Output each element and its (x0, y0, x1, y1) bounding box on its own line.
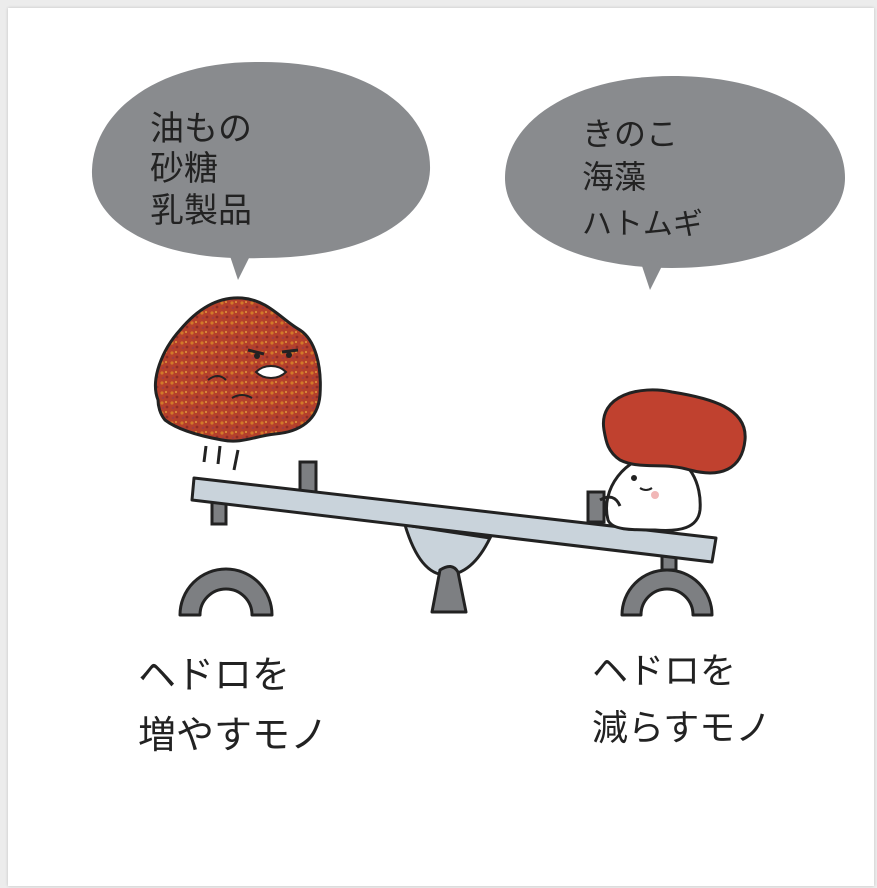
speech-left-line-1: 油もの (150, 109, 252, 149)
speech-left-line-3: 乳製品 (150, 191, 252, 231)
speech-right-line-1: きのこ (582, 115, 678, 153)
speech-left-line-2: 砂糖 (150, 149, 218, 189)
sludge-character (153, 296, 322, 443)
seesaw-plank (190, 476, 718, 564)
speech-bubble-right: きのこ 海藻 ハトムギ (505, 76, 845, 290)
mushroom-character (599, 388, 747, 532)
motion-lines (202, 445, 240, 471)
speech-right-line-3: ハトムギ (582, 207, 703, 242)
caption-right-line-1: ヘドロを (592, 651, 736, 692)
seesaw-pivot (402, 523, 493, 614)
speech-right-line-2: 海藻 (582, 158, 646, 196)
caption-left-line-1: ヘドロを (138, 653, 290, 697)
seesaw-base-right (620, 568, 714, 617)
seesaw-base-left (178, 567, 274, 617)
caption-left-line-2: 増やすモノ (138, 713, 328, 757)
caption-right-line-2: 減らすモノ (592, 708, 771, 749)
caption-right: ヘドロを 減らすモノ (592, 651, 771, 749)
speech-bubble-left: 油もの 砂糖 乳製品 (91, 61, 431, 280)
caption-left: ヘドロを 増やすモノ (138, 653, 328, 757)
